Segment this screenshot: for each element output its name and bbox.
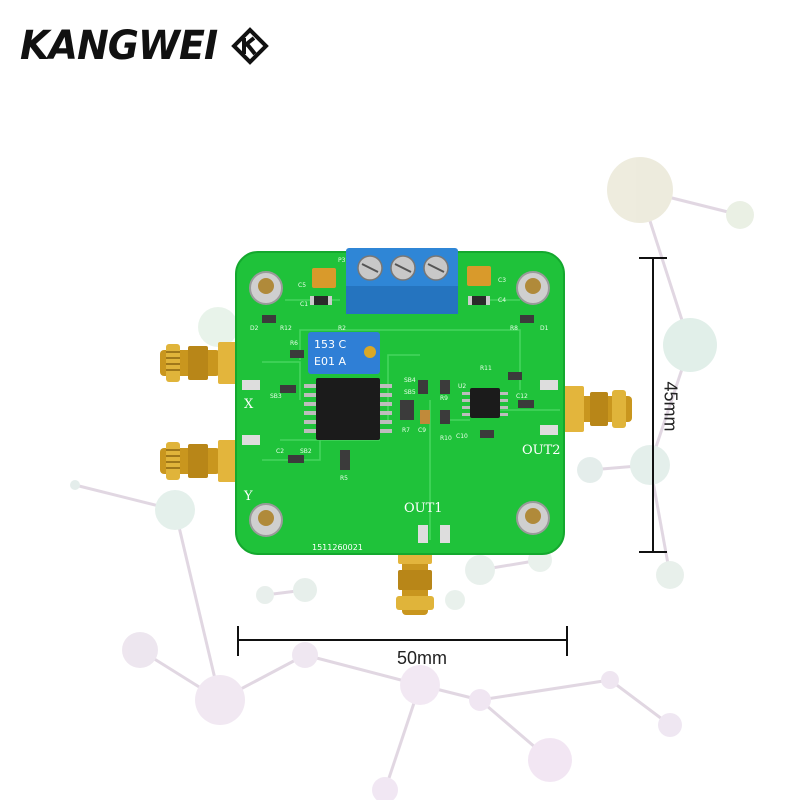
silk-d2: D2 (250, 325, 259, 332)
molecule-nodes (70, 157, 754, 803)
port-labels: X Y OUT1 OUT2 (243, 397, 561, 516)
silk-sb2: SB2 (300, 448, 312, 455)
sma-connector-out2 (560, 386, 632, 432)
silk-r9: R9 (440, 395, 448, 402)
trimmer-line-2: E01 A (314, 355, 346, 368)
mount-hole-bl (249, 503, 283, 537)
height-dimension-label: 45mm (660, 381, 681, 432)
silk-c10: C10 (456, 433, 468, 440)
trimmer-line-1: 153 C (314, 338, 346, 351)
board-serial: 1511260021 (312, 543, 363, 552)
silk-p3: P3 (338, 257, 346, 264)
label-out1: OUT1 (404, 501, 443, 516)
brand-name: KANGWEI (20, 23, 218, 69)
silk-r6: R6 (290, 340, 298, 347)
silk-c1: C1 (300, 301, 308, 308)
trimmer-marking: 153 C E01 A (314, 338, 346, 368)
capacitor-c3 (467, 266, 491, 286)
brand-mark-icon (230, 27, 269, 65)
label-x: X (244, 397, 254, 412)
silk-c5: C5 (298, 282, 306, 289)
silk-r8: R8 (510, 325, 518, 332)
width-dimension-line (237, 626, 568, 656)
silk-r10: R10 (440, 435, 452, 442)
screw-terminal-block (346, 248, 458, 314)
silk-c12: C12 (516, 393, 528, 400)
molecule-decoration (70, 157, 754, 803)
capacitor-c5 (312, 268, 336, 288)
silk-c3: C3 (498, 277, 506, 284)
label-y: Y (243, 489, 253, 504)
pcb-board: P3 C5 C4 C3 C1 R12 R2 R11 R9 R10 R8 U2 C… (235, 248, 565, 555)
silk-sb3: SB3 (270, 393, 282, 400)
smd-components (242, 296, 558, 543)
multiplier-ic (304, 378, 392, 440)
silk-r2: R2 (338, 325, 346, 332)
mount-hole-tl (249, 271, 283, 305)
opamp-ic (462, 388, 508, 418)
silk-c2: C2 (276, 448, 284, 455)
mount-hole-br (516, 501, 550, 535)
silk-sb5: SB5 (404, 389, 416, 396)
silk-u2: U2 (458, 383, 466, 390)
silk-r5: R5 (340, 475, 348, 482)
silk-c9: C9 (418, 427, 426, 434)
silk-c4: C4 (498, 297, 506, 304)
silk-r11: R11 (480, 365, 492, 372)
trimmer-potentiometer (308, 332, 380, 374)
silk-r7: R7 (402, 427, 410, 434)
height-dimension-line (639, 257, 667, 553)
label-out2: OUT2 (522, 443, 561, 458)
silk-sb4: SB4 (404, 377, 416, 384)
silk-r12: R12 (280, 325, 292, 332)
mount-hole-tr (516, 271, 550, 305)
silkscreen-designators: P3 C5 C4 C3 C1 R12 R2 R11 R9 R10 R8 U2 C… (250, 257, 549, 482)
silk-d1: D1 (540, 325, 549, 332)
brand-logo: KANGWEI (20, 18, 270, 74)
width-dimension-label: 50mm (396, 648, 447, 668)
